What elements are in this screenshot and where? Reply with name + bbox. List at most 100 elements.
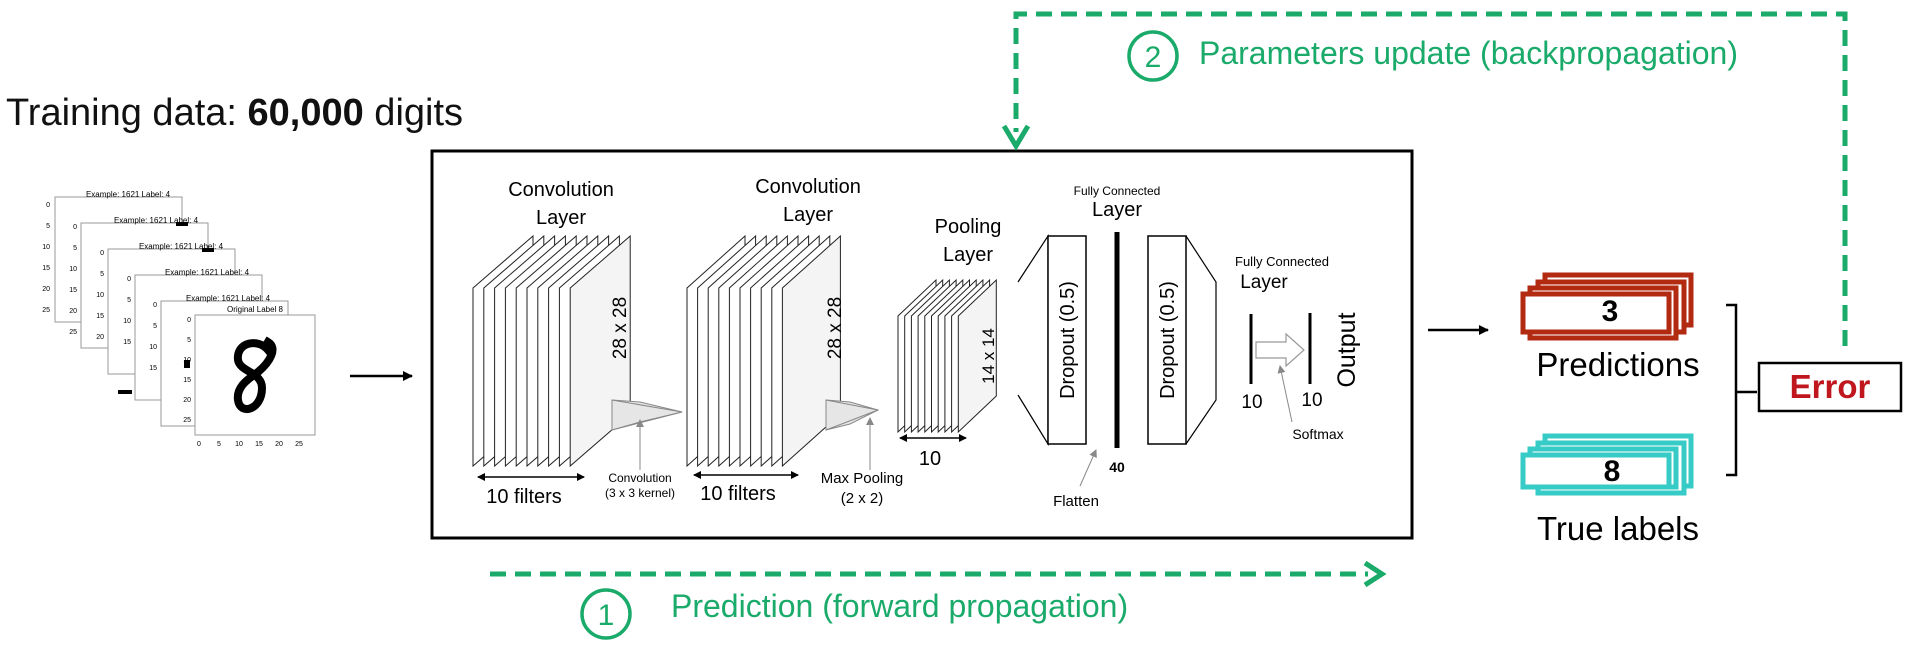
pooling-layer: Pooling Layer 14 x 14 10 [897, 216, 1002, 470]
conv1-filter-stack [472, 234, 631, 468]
front-xtick-5: 25 [295, 441, 303, 448]
true-label-card-front [1520, 452, 1672, 490]
dropout-b-label: Dropout (0.5) [1157, 281, 1179, 399]
training-data-heading: Training data: 60,000 digits [6, 92, 463, 135]
flatten-label: Flatten [1053, 493, 1099, 510]
softmax-label: Softmax [1292, 426, 1343, 442]
conv2-title-line2: Layer [783, 204, 833, 226]
thumb3-ytick-3: 15 [96, 313, 104, 320]
flatten-pointer [1079, 449, 1097, 487]
backpropagation-path [1013, 11, 1848, 346]
pool-map-stack [897, 278, 997, 434]
thumb4-ytick-0: 0 [127, 276, 131, 283]
fc2-title-line2: Layer [1240, 272, 1288, 293]
pool-sheets-sheet [957, 278, 997, 434]
true-labels-card-stack: 8 True labels [1520, 433, 1699, 547]
front-ytick-5: 25 [183, 417, 191, 424]
dropout-a-label: Dropout (0.5) [1057, 281, 1079, 399]
backprop-step-number: 2 [1145, 41, 1162, 74]
thumb3-ytick-4: 20 [96, 334, 104, 341]
prediction-digit: 3 [1602, 295, 1619, 328]
thumbnail-front-title: Original Label 8 [227, 305, 284, 314]
forward-step-number: 1 [598, 599, 615, 632]
thumb5-ytick-3: 15 [149, 365, 157, 372]
pool-size-label: 14 x 14 [979, 328, 998, 384]
pool-op-label-line1: Max Pooling [821, 470, 904, 487]
fc1-dropout-block-b [1147, 235, 1187, 445]
pool-op-label-line2: (2 x 2) [841, 490, 884, 507]
thumb2-ytick-3: 15 [69, 287, 77, 294]
fc2-title-line1: Fully Connected [1235, 254, 1329, 269]
conv2-size-label: 28 x 28 [825, 297, 846, 359]
backpropagation-arrowhead [1001, 124, 1031, 151]
true-labels-label: True labels [1537, 510, 1699, 547]
fc1-title-line2: Layer [1092, 199, 1142, 221]
thumb5-ytick-0: 0 [153, 302, 157, 309]
fc1-width-label: 40 [1109, 459, 1125, 475]
handwritten-eight [233, 336, 277, 413]
fully-connected-layer-2: Fully Connected Layer 10 10 Softmax Outp… [1235, 254, 1361, 442]
conv-layer-2: Convolution Layer 28 x 28 10 filters Max… [686, 176, 904, 507]
front-ytick-3: 15 [183, 377, 191, 384]
pool-title-line2: Layer [943, 244, 993, 266]
forward-step-circle [580, 588, 632, 640]
thumb3-ytick-0: 0 [100, 250, 104, 257]
front-ytick-0: 0 [187, 317, 191, 324]
forward-propagation-arrowhead [1363, 560, 1387, 588]
thumbnail-front-digit-8: Original Label 8 0 5 10 15 20 25 0 5 10 … [183, 305, 316, 448]
heading-count: 60,000 [247, 92, 364, 134]
fc2-out-label: 10 [1301, 390, 1322, 411]
thumb2-ytick-5: 25 [69, 329, 77, 336]
comparison-bracket [1726, 303, 1757, 477]
conv2-title-line1: Convolution [755, 176, 861, 198]
digit-thumbnail-stack: Example: 1621 Label: 4 0 5 10 15 20 25 E… [42, 190, 316, 448]
front-xtick-4: 20 [275, 441, 283, 448]
backprop-step-circle [1127, 30, 1179, 82]
conv2-filter-stack [686, 234, 841, 468]
thumbnail-4-title: Example: 1621 Label: 4 [165, 268, 250, 277]
conv-op-label-line2: (3 x 3 kernel) [605, 486, 675, 500]
thumb5-ytick-2: 10 [149, 344, 157, 351]
prediction-card-front [1520, 291, 1672, 335]
softmax-pointer [1277, 365, 1293, 423]
front-xtick-3: 15 [255, 441, 263, 448]
error-label: Error [1790, 368, 1871, 405]
thumb1-ytick-2: 10 [42, 244, 50, 251]
thumb1-ytick-4: 20 [42, 286, 50, 293]
front-ytick-2: 10 [183, 357, 191, 364]
thumb5-ytick-1: 5 [153, 323, 157, 330]
thumb2-ytick-0: 0 [73, 224, 77, 231]
fc1-dropout-block-a [1047, 235, 1087, 445]
thumb3-ytick-2: 10 [96, 292, 104, 299]
conv1-size-label: 28 x 28 [610, 297, 631, 359]
true-label-digit: 8 [1604, 455, 1621, 488]
thumb1-ytick-0: 0 [46, 202, 50, 209]
conv2-count-label: 10 filters [700, 483, 776, 505]
thumb1-ytick-5: 25 [42, 307, 50, 314]
fc1-title-line1: Fully Connected [1074, 184, 1161, 198]
fc2-block-arrow [1255, 332, 1305, 368]
output-label: Output [1333, 312, 1361, 387]
thumb3-ytick-1: 5 [100, 271, 104, 278]
heading-suffix: digits [363, 92, 464, 134]
thumb1-ytick-1: 5 [46, 223, 50, 230]
forward-label: Prediction (forward propagation) [671, 588, 1128, 624]
thumb4-ytick-3: 15 [123, 339, 131, 346]
heading-prefix: Training data: [6, 92, 248, 134]
backprop-label: Parameters update (backpropagation) [1199, 35, 1738, 71]
conv1-count-label: 10 filters [486, 486, 562, 508]
thumb2-ytick-4: 20 [69, 308, 77, 315]
thumbnail-5-title: Example: 1621 Label: 4 [186, 294, 271, 303]
thumbnail-3-title: Example: 1621 Label: 4 [139, 242, 224, 251]
fc2-in-label: 10 [1241, 392, 1262, 413]
error-box [1757, 361, 1903, 413]
fully-connected-layer-1: Dropout (0.5) Dropout (0.5) Fully Connec… [1017, 184, 1217, 510]
conv-layer-1: Convolution Layer 28 x 28 10 filters Con… [472, 179, 683, 508]
front-ytick-1: 5 [187, 337, 191, 344]
pool-title-line1: Pooling [935, 216, 1002, 238]
thumbnail-2-title: Example: 1621 Label: 4 [114, 216, 199, 225]
front-xtick-1: 5 [217, 441, 221, 448]
predictions-label: Predictions [1536, 346, 1699, 383]
conv-op-label-line1: Convolution [608, 471, 671, 485]
